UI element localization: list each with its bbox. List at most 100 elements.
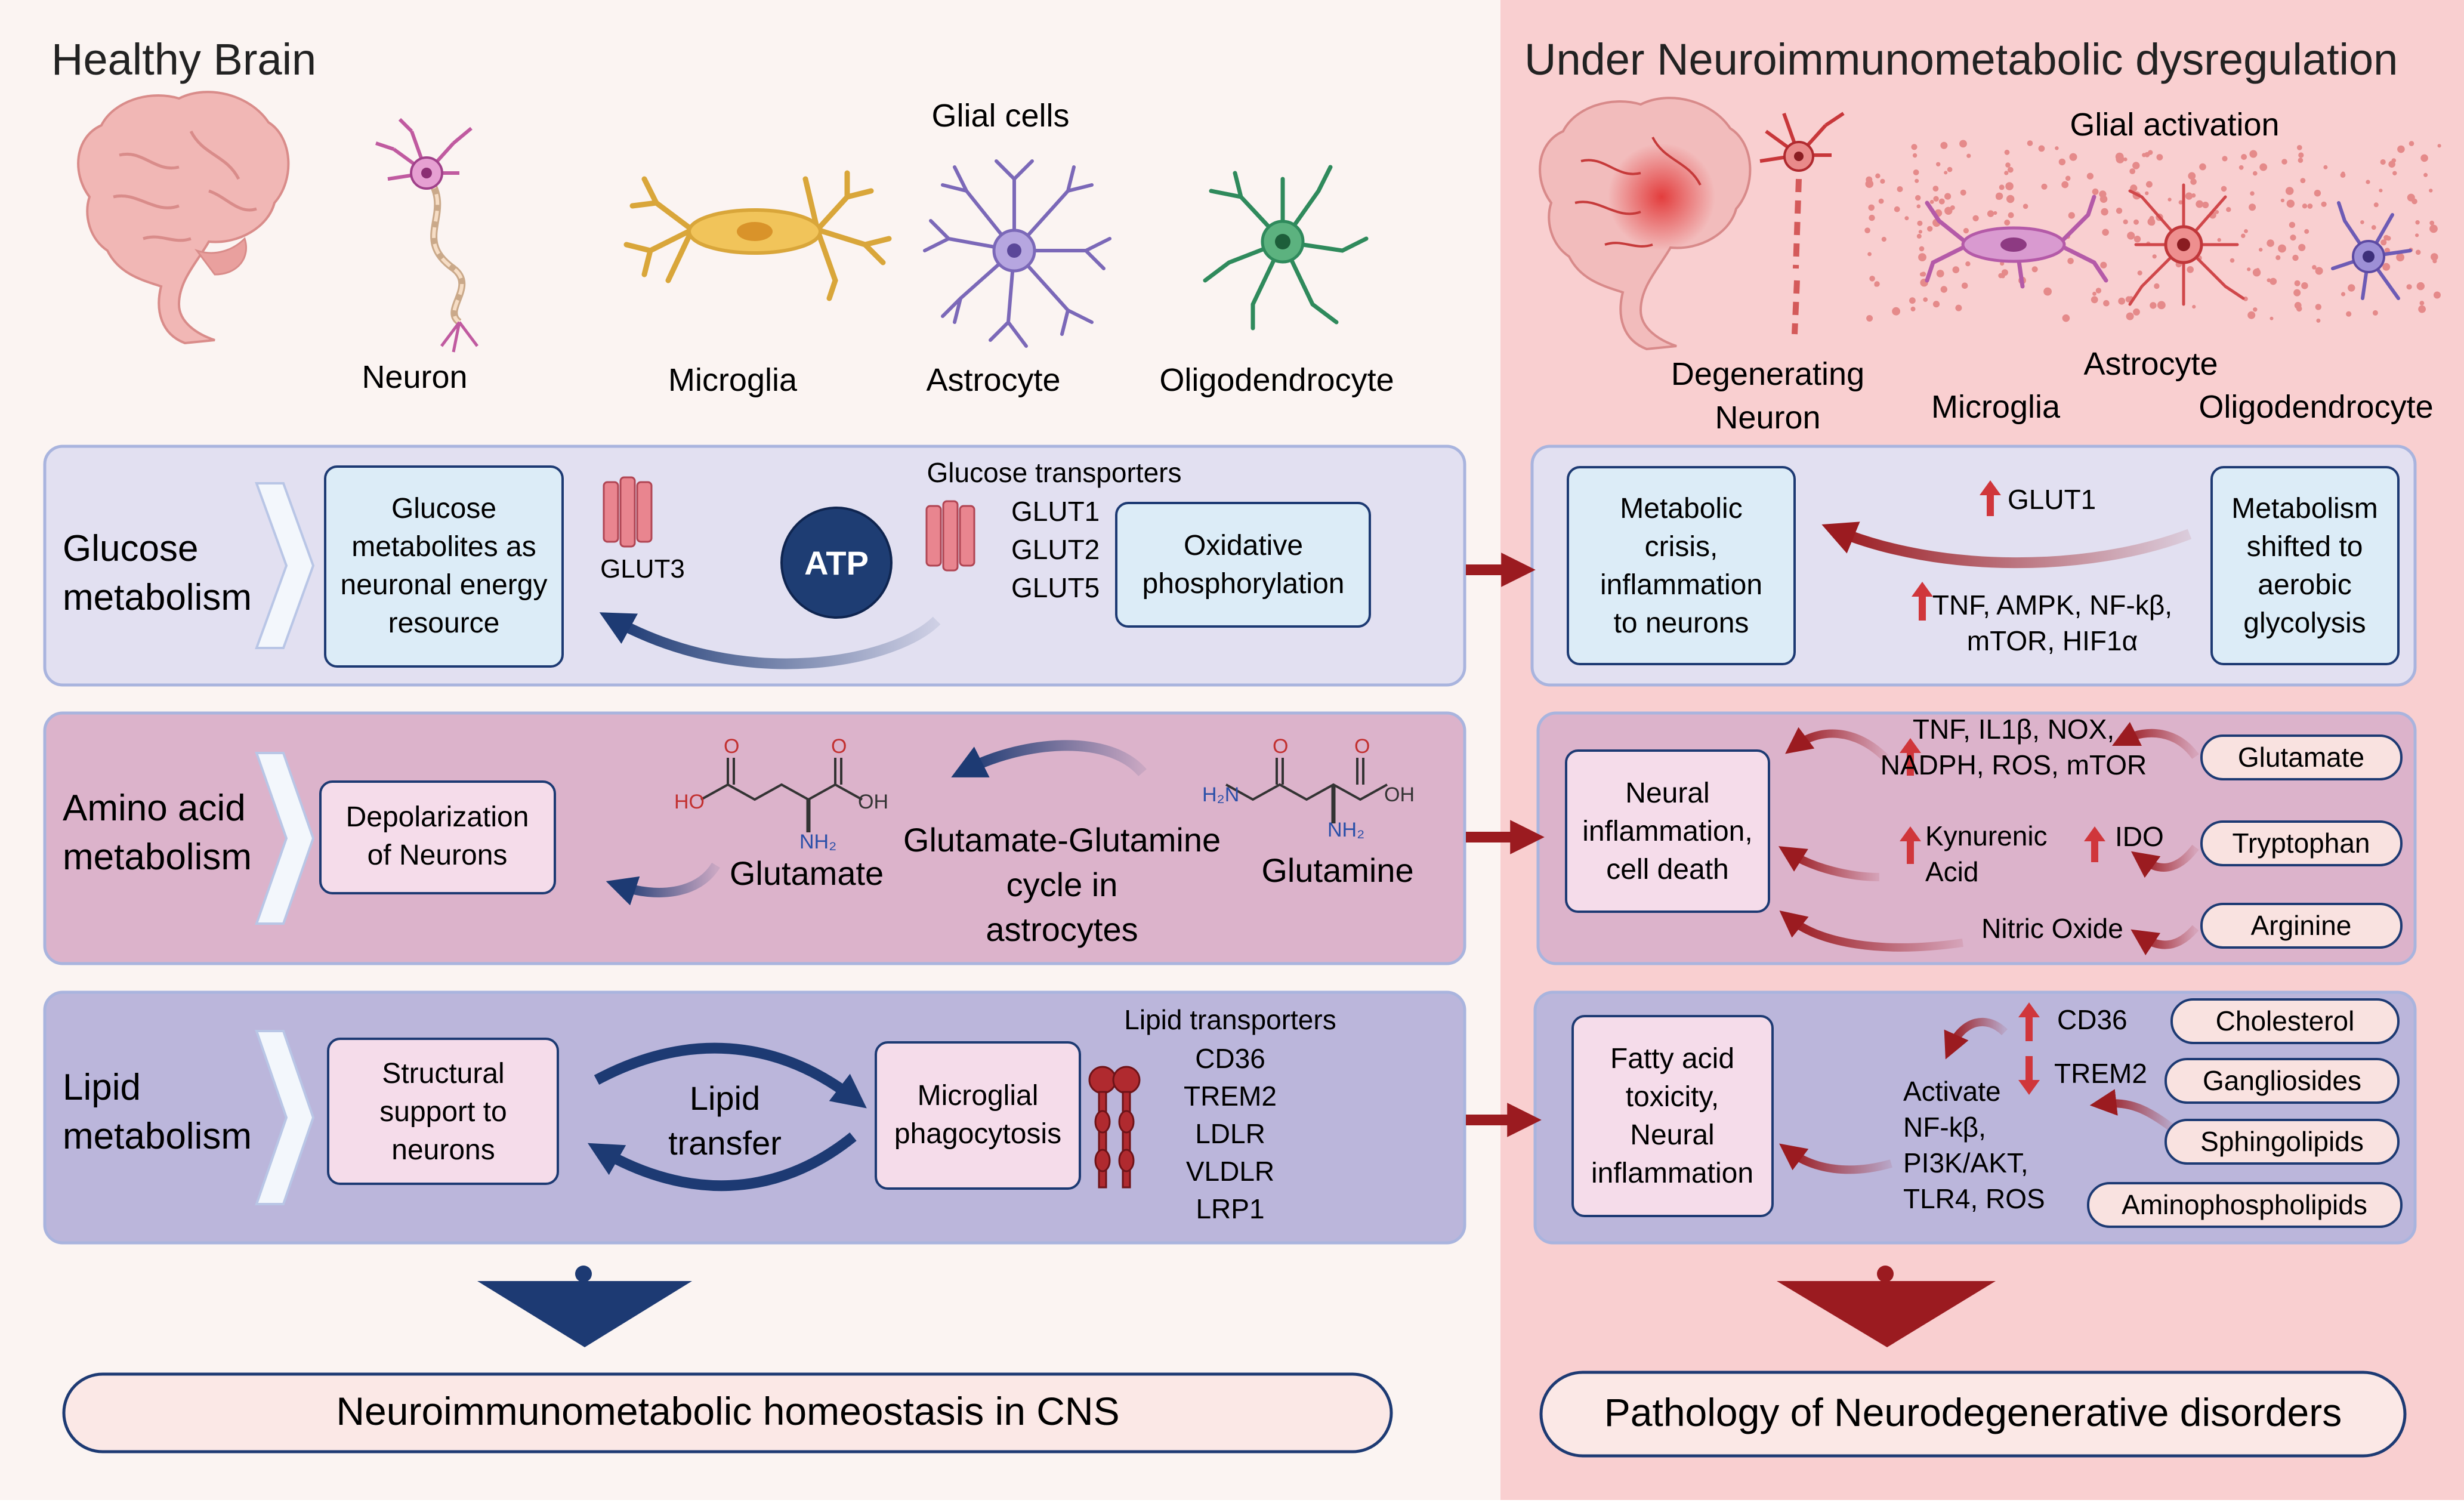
activated-microglia-icon — [1925, 195, 2108, 289]
speckle-dot — [2027, 140, 2033, 146]
speckle-dot — [2091, 296, 2098, 304]
nitric-to-inflammation-arrow — [1779, 911, 1963, 952]
up-arrow-kynurenic — [1900, 826, 1921, 864]
speckle-dot — [2142, 153, 2147, 158]
speckle-dot — [2100, 261, 2107, 268]
speckle-dot — [1915, 195, 1921, 201]
speckle-dot — [2102, 229, 2109, 236]
glutamate-oh: OH — [858, 791, 888, 813]
speckle-dot — [1915, 178, 1919, 183]
degenerating-neuron-icon — [1759, 112, 1845, 335]
speckle-dot — [2132, 162, 2140, 169]
crisis-line1: Metabolic — [1620, 493, 1742, 524]
activated-astrocyte-label: Astrocyte — [2083, 346, 2218, 382]
oligodendrocyte-icon — [1203, 165, 1369, 331]
speckle-dot — [1916, 204, 1921, 209]
speckle-dot — [2346, 311, 2352, 317]
amino-acid-metabolism-label-line1: Amino acid — [63, 788, 246, 829]
speckle-dot — [2431, 253, 2438, 261]
speckle-dot — [2290, 234, 2296, 241]
glutamine-o2: O — [1354, 735, 1370, 758]
speckle-dot — [2005, 182, 2014, 190]
speckle-dot — [2380, 159, 2386, 165]
speckle-dot — [2294, 280, 2301, 286]
astrocyte-icon — [923, 159, 1111, 348]
fatty-acid-toxicity-box — [1571, 1015, 1774, 1217]
speckle-dot — [1875, 173, 1881, 178]
glut1-up-label: GLUT1 — [2008, 484, 2096, 515]
speckle-dot — [2312, 265, 2317, 270]
speckle-dot — [2156, 154, 2163, 161]
speckle-dot — [2323, 165, 2328, 169]
speckle-dot — [1933, 196, 1939, 202]
structural-support-box — [327, 1038, 559, 1185]
receptor-activation-arrow — [1944, 1017, 2008, 1060]
speckle-dot — [2366, 180, 2370, 184]
phago-line1: Microglial — [918, 1080, 1039, 1112]
speckle-dot — [2253, 171, 2258, 176]
fatty-line3: Neural — [1630, 1119, 1714, 1151]
speckle-dot — [2259, 163, 2268, 171]
speckle-dot — [2023, 203, 2028, 209]
speckle-dot — [1966, 153, 1971, 158]
speckle-dot — [2133, 219, 2139, 225]
glutamine-o1: O — [1273, 735, 1288, 758]
speckle-dot — [2286, 199, 2295, 208]
glutamate-o2: O — [831, 735, 847, 758]
pathology-box — [1539, 1371, 2407, 1458]
arginine-pill-label: Arginine — [2251, 910, 2352, 941]
speckle-dot — [2095, 288, 2102, 294]
activate-line4: TLR4, ROS — [1903, 1183, 2045, 1214]
inflamed-brain-icon — [1539, 97, 1752, 351]
healthy-axis-dot — [575, 1266, 592, 1282]
speckle-dot — [1938, 198, 1945, 205]
speckle-dot — [1940, 141, 1948, 149]
speckle-dot — [2371, 225, 2376, 230]
fatty-line1: Fatty acid — [1610, 1043, 1734, 1075]
speckle-dot — [1929, 200, 1934, 204]
speckle-dot — [2043, 287, 2052, 296]
speckle-dot — [1894, 206, 1900, 212]
speckle-dot — [1936, 162, 1941, 166]
speckle-dot — [2191, 193, 2196, 198]
speckle-dot — [2123, 219, 2128, 224]
speckle-dot — [1918, 253, 1926, 261]
speckle-dot — [2150, 302, 2157, 309]
speckle-dot — [2278, 244, 2286, 253]
amino-mediators-line1: TNF, IL1β, NOX, — [1913, 714, 2114, 745]
homeostasis-label: Neuroimmunometabolic homeostasis in CNS — [336, 1389, 1119, 1433]
glutamate-to-mediators-arrow — [2111, 721, 2199, 760]
speckle-dot — [2289, 221, 2296, 229]
atp-label: ATP — [804, 544, 869, 582]
speckle-dot — [2145, 181, 2153, 188]
glutamine-nh2: NH₂ — [1327, 819, 1364, 841]
speckle-dot — [1927, 226, 1933, 232]
speckle-dot — [2004, 171, 2009, 175]
lipid-chevron — [255, 1030, 315, 1205]
pathology-label: Pathology of Neurodegenerative disorders — [1604, 1390, 2342, 1434]
speckle-dot — [1944, 171, 1948, 175]
speckle-dot — [2008, 212, 2014, 218]
speckle-dot — [2126, 312, 2134, 320]
speckle-dot — [1936, 270, 1944, 277]
speckle-dot — [2301, 282, 2308, 289]
glutamine-oh: OH — [1384, 783, 1415, 806]
depolarization-line1: Depolarization — [346, 801, 529, 833]
cycle-line2: cycle in — [1006, 866, 1118, 903]
degenerating-label-line2: Neuron — [1715, 400, 1820, 436]
glucose-chevron — [255, 482, 315, 649]
speckle-dot — [2178, 200, 2183, 205]
speckle-dot — [2247, 311, 2256, 319]
glutamine-label: Glutamine — [1261, 851, 1413, 889]
speckle-dot — [2123, 157, 2128, 162]
speckle-dot — [2152, 254, 2157, 259]
speckle-dot — [2127, 232, 2135, 240]
up-arrow-cd36 — [2018, 1002, 2040, 1041]
cycle-line1: Glutamate-Glutamine — [903, 821, 1221, 859]
speckle-dot — [1867, 252, 1872, 257]
speckle-dot — [2215, 210, 2219, 214]
glutamate-pill-label: Glutamate — [2238, 742, 2364, 773]
speckle-dot — [2241, 154, 2247, 160]
neural-inflammation-line1: Neural — [1625, 777, 1709, 809]
glut-transporter-icon — [925, 500, 975, 572]
